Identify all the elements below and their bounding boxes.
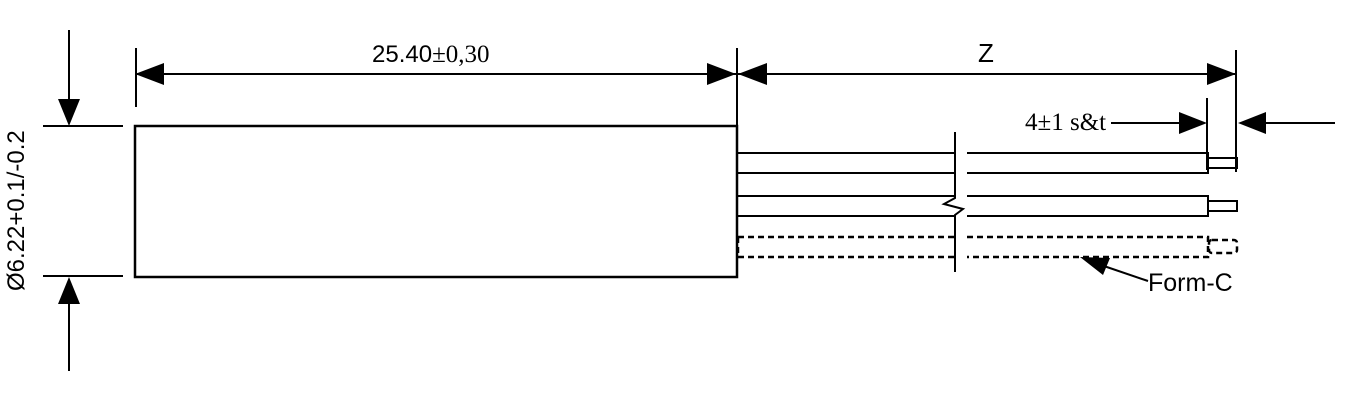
lead-1-left-segment bbox=[737, 152, 955, 174]
lead-1-right-segment bbox=[967, 152, 1209, 174]
arrow-down-icon bbox=[58, 99, 80, 126]
arrow-right-icon bbox=[1207, 63, 1236, 85]
leads bbox=[736, 132, 1239, 272]
lead-length-dim-label: Z bbox=[978, 38, 994, 68]
lead-3-stripped-tip-dashed bbox=[1207, 238, 1239, 255]
lead-length-dimension: Z bbox=[738, 38, 1237, 172]
diameter-dim-label: Ø6.22+0.1/-0.2 bbox=[3, 130, 30, 291]
body-length-tolerance: ±0,30 bbox=[432, 41, 489, 68]
arrow-left-icon bbox=[135, 63, 164, 85]
diameter-dimension: Ø6.22+0.1/-0.2 bbox=[3, 30, 123, 371]
body-length-dim-label: 25.40±0,30 bbox=[372, 41, 490, 68]
lead-2-right-segment bbox=[967, 195, 1209, 217]
component-body bbox=[133, 124, 739, 279]
lead-3-left-segment-dashed bbox=[736, 235, 955, 259]
arrow-up-icon bbox=[58, 277, 80, 304]
arrow-up-left-icon bbox=[1080, 257, 1110, 275]
form-c-callout: Form-C bbox=[1080, 257, 1233, 297]
strip-tin-dim-label: 4±1 s&t bbox=[1025, 109, 1106, 136]
form-c-label: Form-C bbox=[1148, 269, 1233, 297]
body-length-dimension: 25.40±0,30 bbox=[135, 41, 738, 126]
body-length-value: 25.40 bbox=[372, 41, 432, 68]
strip-tin-dimension: 4±1 s&t bbox=[1025, 98, 1335, 170]
lead-3-right-segment-dashed bbox=[967, 235, 1210, 259]
arrow-right-icon bbox=[1179, 112, 1207, 134]
lead-2-left-segment bbox=[737, 195, 955, 217]
arrow-left-icon bbox=[1238, 112, 1266, 134]
body-outline bbox=[133, 124, 739, 279]
arrow-left-icon bbox=[738, 63, 767, 85]
break-symbol bbox=[941, 132, 966, 272]
arrow-right-icon bbox=[707, 63, 736, 85]
lead-2-stripped-tip bbox=[1207, 200, 1238, 212]
lead-1-stripped-tip bbox=[1207, 157, 1238, 169]
